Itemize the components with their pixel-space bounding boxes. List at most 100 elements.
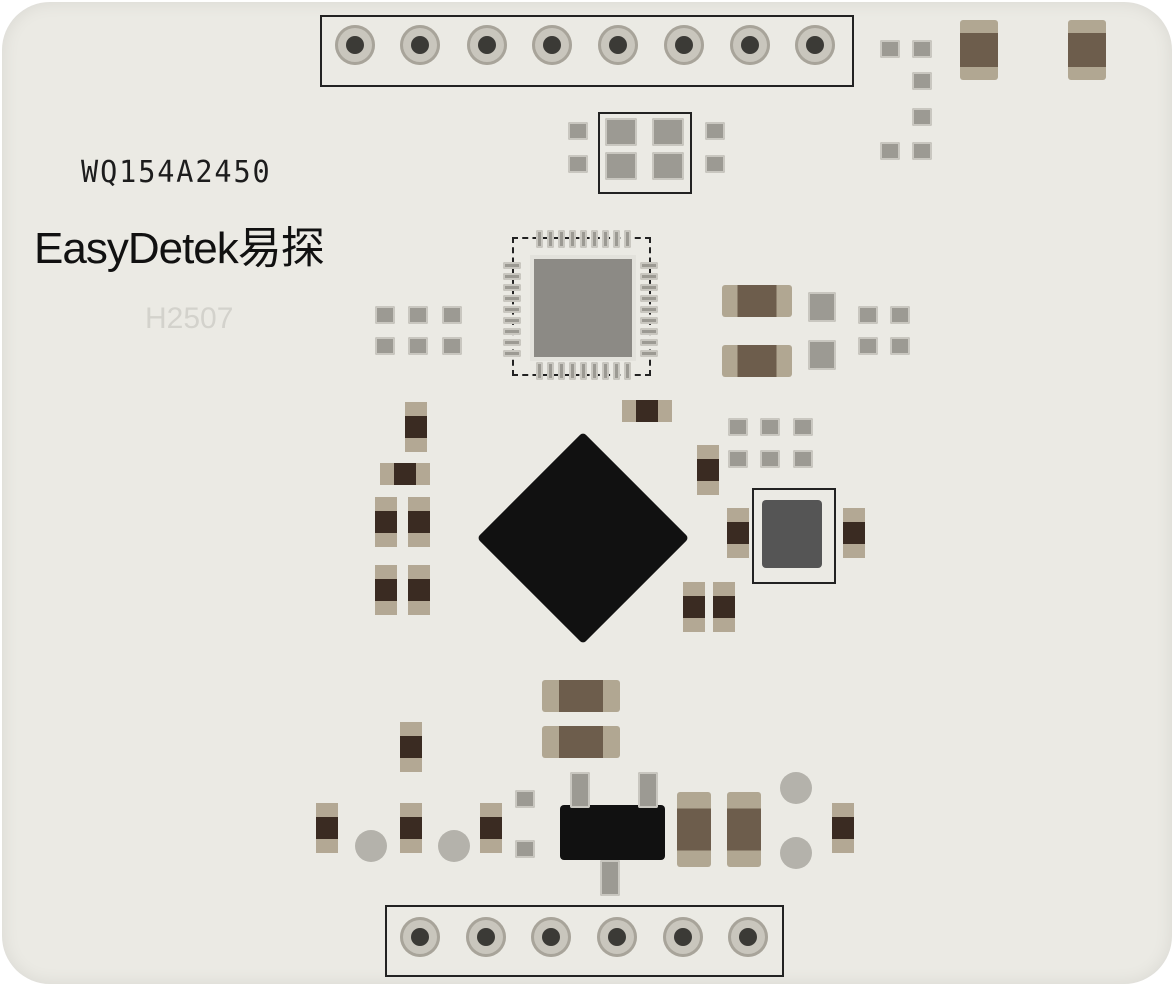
- qfn-pin: [640, 273, 658, 280]
- header-pin-hole: [335, 25, 375, 65]
- resistor: [843, 508, 865, 558]
- resistor: [375, 497, 397, 547]
- header-pin-hole: [730, 25, 770, 65]
- regulator-lead: [600, 860, 620, 896]
- resistor: [480, 803, 502, 853]
- inductor-pad: [605, 152, 637, 180]
- header-pin-hole: [467, 25, 507, 65]
- top-pin-header: [320, 15, 854, 87]
- header-pin-hole: [728, 917, 768, 957]
- resistor: [727, 508, 749, 558]
- resistor: [408, 497, 430, 547]
- smd-pad: [442, 306, 462, 324]
- header-pin-hole: [466, 917, 506, 957]
- capacitor-pad: [808, 340, 836, 370]
- qfn-pin: [613, 230, 620, 248]
- capacitor: [542, 726, 620, 758]
- qfn-pin: [640, 284, 658, 291]
- revision-label: H2507: [145, 302, 234, 335]
- smd-pad: [728, 450, 748, 468]
- smd-pad: [858, 306, 878, 324]
- qfn-pin: [503, 350, 521, 357]
- resistor: [400, 803, 422, 853]
- capacitor: [677, 792, 711, 867]
- header-pin-hole: [597, 917, 637, 957]
- inductor-outline: [598, 112, 692, 194]
- capacitor: [1068, 20, 1106, 80]
- qfn-pin: [591, 230, 598, 248]
- regulator-lead: [638, 772, 658, 808]
- capacitor: [960, 20, 998, 80]
- header-pin-hole: [400, 917, 440, 957]
- brand-logo: EasyDetek易探: [34, 224, 325, 273]
- smd-pad: [728, 418, 748, 436]
- qfn-pin: [503, 328, 521, 335]
- qfn-pin: [558, 230, 565, 248]
- resistor: [832, 803, 854, 853]
- smd-pad: [568, 122, 588, 140]
- qfn-pin: [613, 362, 620, 380]
- qfn-pin: [536, 362, 543, 380]
- bottom-pin-header: [385, 905, 784, 977]
- smd-pad: [912, 40, 932, 58]
- qfn-pin: [547, 230, 554, 248]
- smd-pad: [793, 418, 813, 436]
- header-pin-hole: [664, 25, 704, 65]
- smd-pad: [793, 450, 813, 468]
- qfn-pin: [640, 350, 658, 357]
- resistor: [697, 445, 719, 495]
- qfn-pin: [640, 306, 658, 313]
- regulator-lead: [570, 772, 590, 808]
- smd-pad: [858, 337, 878, 355]
- smd-pad: [408, 306, 428, 324]
- smd-pad: [705, 155, 725, 173]
- qfn-pin: [503, 262, 521, 269]
- resistor: [316, 803, 338, 853]
- smd-pad: [442, 337, 462, 355]
- header-pin-hole: [663, 917, 703, 957]
- part-number-label: WQ154A2450: [81, 155, 272, 190]
- smd-pad: [912, 142, 932, 160]
- smd-pad: [912, 108, 932, 126]
- smd-pad: [890, 337, 910, 355]
- resistor: [405, 402, 427, 452]
- qfn-pin: [503, 339, 521, 346]
- capacitor: [722, 345, 792, 377]
- capacitor-pad: [808, 292, 836, 322]
- smd-pad: [890, 306, 910, 324]
- qfn-pin: [580, 230, 587, 248]
- smd-pad: [568, 155, 588, 173]
- qfn-pin: [503, 317, 521, 324]
- qfn-pin: [602, 230, 609, 248]
- resistor: [380, 463, 430, 485]
- resistor: [400, 722, 422, 772]
- qfn-pin: [640, 328, 658, 335]
- test-point: [780, 837, 812, 869]
- header-pin-hole: [531, 917, 571, 957]
- smd-pad: [760, 450, 780, 468]
- inductor-pad: [605, 118, 637, 146]
- qfn-pin: [569, 362, 576, 380]
- capacitor: [542, 680, 620, 712]
- qfn-pin: [558, 362, 565, 380]
- qfn-pin: [503, 273, 521, 280]
- smd-pad: [880, 142, 900, 160]
- capacitor: [727, 792, 761, 867]
- smd-pad: [705, 122, 725, 140]
- header-pin-hole: [795, 25, 835, 65]
- qfn-pin: [640, 295, 658, 302]
- crystal-outline: [752, 488, 836, 584]
- smd-pad: [760, 418, 780, 436]
- qfn-chip: [530, 255, 636, 361]
- qfn-pin: [624, 362, 631, 380]
- header-pin-hole: [400, 25, 440, 65]
- resistor: [713, 582, 735, 632]
- smd-pad: [408, 337, 428, 355]
- qfn-pin: [503, 295, 521, 302]
- resistor: [408, 565, 430, 615]
- qfn-pin: [591, 362, 598, 380]
- smd-pad: [912, 72, 932, 90]
- qfn-pin: [640, 339, 658, 346]
- test-point: [355, 830, 387, 862]
- smd-pad: [375, 337, 395, 355]
